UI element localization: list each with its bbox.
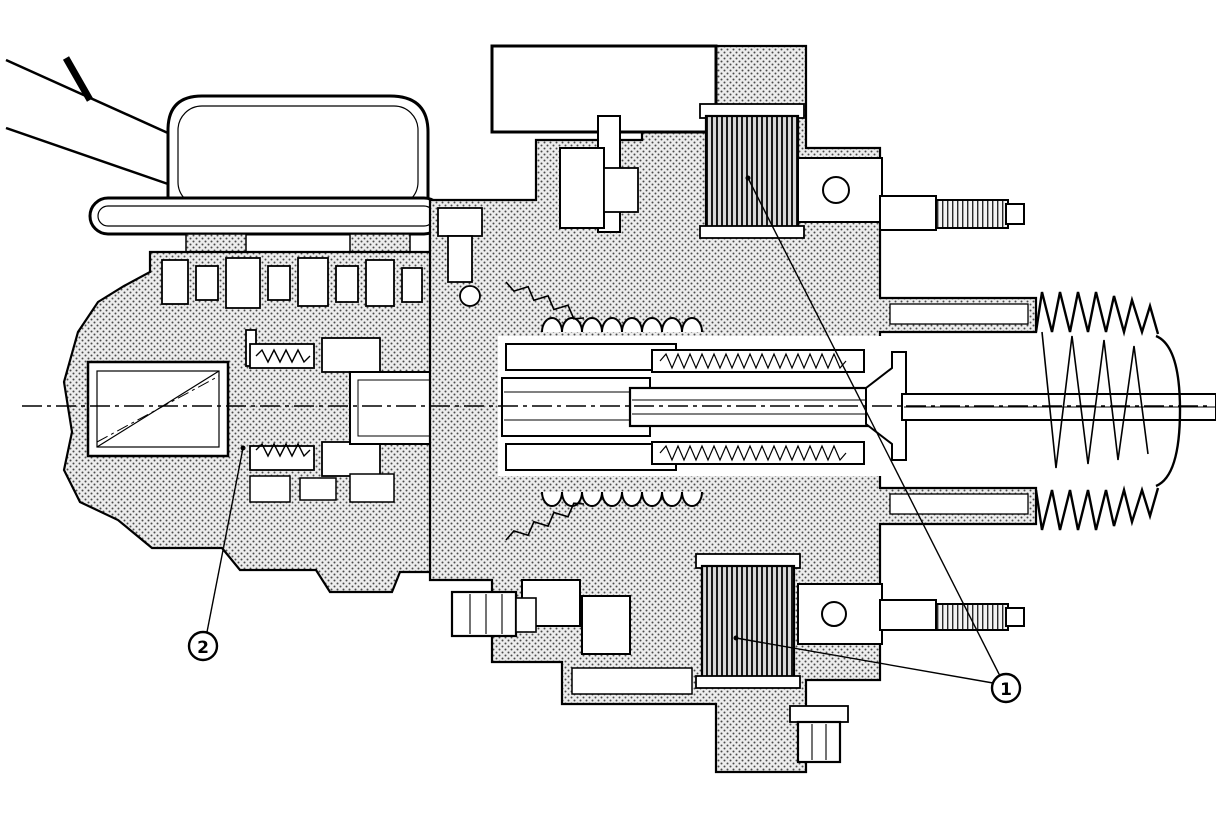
primary-piston [505,343,677,371]
bore-and-pistons [498,336,1216,476]
lower-coil-cap-bottom [695,675,801,689]
bellows-pleats-top [1034,291,1160,337]
callout-2-circle [187,630,219,662]
callout-1-circle [990,672,1022,704]
pushrod-clevis [62,56,94,102]
main-shaft [628,386,872,428]
callout-1-leader-upper [747,177,1001,677]
lower-rod-spring [659,444,847,462]
callout-2: 2 [187,445,246,662]
reservoir-dome [166,94,430,217]
callouts: 2 1 [187,175,1022,704]
bellows-pleats-bottom [1034,485,1160,531]
upper-angled-spring [505,281,585,320]
callout-1-label: 1 [1000,680,1012,700]
upper-bearing-ball [822,176,850,204]
proportioning-valve-box [86,360,230,458]
lower-stud-shaft [879,599,937,631]
bottom-mount-bolt [789,705,849,764]
lower-coil-windings [700,564,796,680]
lower-arm-channel [889,493,1029,515]
small-spring-upper [255,348,311,364]
lower-bearing-ball [821,601,847,627]
upper-coil-cap-bottom [699,225,805,239]
lower-dust-boot [541,491,703,507]
bellows-boot [1034,291,1182,531]
callout-2-label: 2 [197,638,209,658]
reservoir-lip [88,196,444,236]
return-spring [1041,331,1149,469]
corrugated-boots [541,317,703,507]
small-spring-lower [255,442,311,458]
upper-stud-threads [935,199,1009,229]
lower-hex-bolt [450,590,537,638]
upper-arm-channel [889,303,1029,325]
upper-coil-assembly [559,103,1025,239]
upper-rod-spring [659,352,847,370]
bellows-end-cap [1155,334,1182,488]
angled-springs [505,281,585,541]
callout-1: 1 [733,175,1022,704]
upper-coil-windings [704,114,800,230]
upper-dust-boot [541,317,703,333]
lower-stud-threads [935,603,1009,631]
fluid-reservoir [88,94,444,255]
callout-1-leader-lower [735,637,994,684]
upper-stud-shaft [879,195,937,231]
lower-coil-assembly [450,553,1025,764]
left-valve-housing [62,234,494,594]
valve-components-row [161,257,423,309]
center-sleeve [501,377,651,437]
secondary-piston [505,443,677,471]
lower-angled-spring [505,502,585,541]
callout-2-leader [206,447,244,633]
